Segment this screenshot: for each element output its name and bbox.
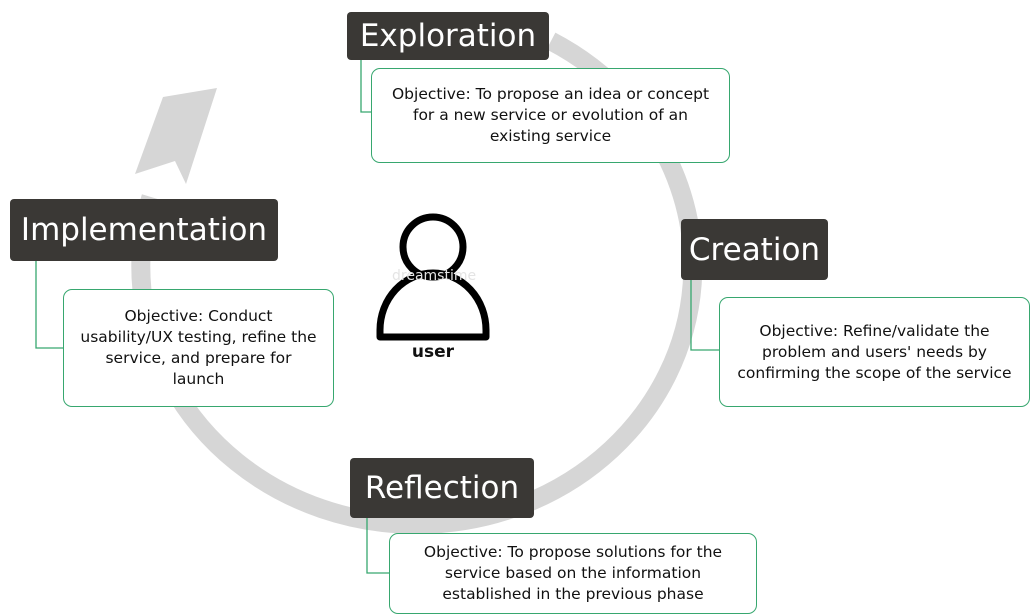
objective-line: launch: [172, 370, 225, 388]
connector-reflection: [366, 505, 389, 574]
user-label: user: [411, 342, 455, 362]
objective-line: service, and prepare for: [105, 349, 292, 367]
objective-line: established in the previous phase: [442, 585, 704, 603]
connector-exploration: [360, 60, 371, 113]
objective-box-exploration: Objective: To propose an idea or concept…: [371, 68, 730, 163]
objective-line: existing service: [489, 127, 612, 145]
phase-title-reflection-text: Reflection: [364, 470, 520, 506]
objective-line: Objective: Conduct: [124, 307, 273, 325]
objective-text-reflection: Objective: To propose solutions for the …: [424, 542, 722, 605]
objective-text-implementation: Objective: Conduct usability/UX testing,…: [80, 306, 316, 390]
phase-title-implementation-text: Implementation: [20, 212, 268, 248]
objective-box-creation: Objective: Refine/validate the problem a…: [719, 297, 1030, 407]
objective-line: service based on the information: [444, 564, 702, 582]
objective-line: confirming the scope of the service: [737, 363, 1012, 382]
objective-line: for a new service or evolution of an: [412, 106, 688, 124]
connector-creation: [690, 280, 719, 351]
objective-text-creation: Objective: Refine/validate the problem a…: [737, 321, 1011, 384]
phase-title-creation-text: Creation: [688, 231, 821, 268]
objective-line: Objective: To propose solutions for the: [423, 543, 723, 561]
phase-title-exploration: Exploration: [347, 12, 549, 60]
objective-line: problem and users' needs by: [762, 342, 987, 361]
watermark: dreamstime: [392, 268, 477, 284]
objective-text-exploration: Objective: To propose an idea or concept…: [392, 84, 709, 147]
cycle-arrow-head: [135, 88, 217, 184]
objective-line: usability/UX testing, refine the: [80, 328, 317, 346]
objective-line: Objective: To propose an idea or concept: [391, 85, 710, 103]
connector-implementation: [35, 261, 63, 349]
user-icon: [376, 213, 490, 341]
objective-box-implementation: Objective: Conduct usability/UX testing,…: [63, 289, 334, 407]
phase-title-reflection: Reflection: [350, 458, 534, 518]
phase-title-creation: Creation: [681, 219, 828, 280]
phase-title-exploration-text: Exploration: [359, 18, 537, 54]
phase-title-implementation: Implementation: [10, 199, 278, 261]
objective-box-reflection: Objective: To propose solutions for the …: [389, 533, 757, 614]
objective-line: Objective: Refine/validate the: [759, 321, 990, 340]
